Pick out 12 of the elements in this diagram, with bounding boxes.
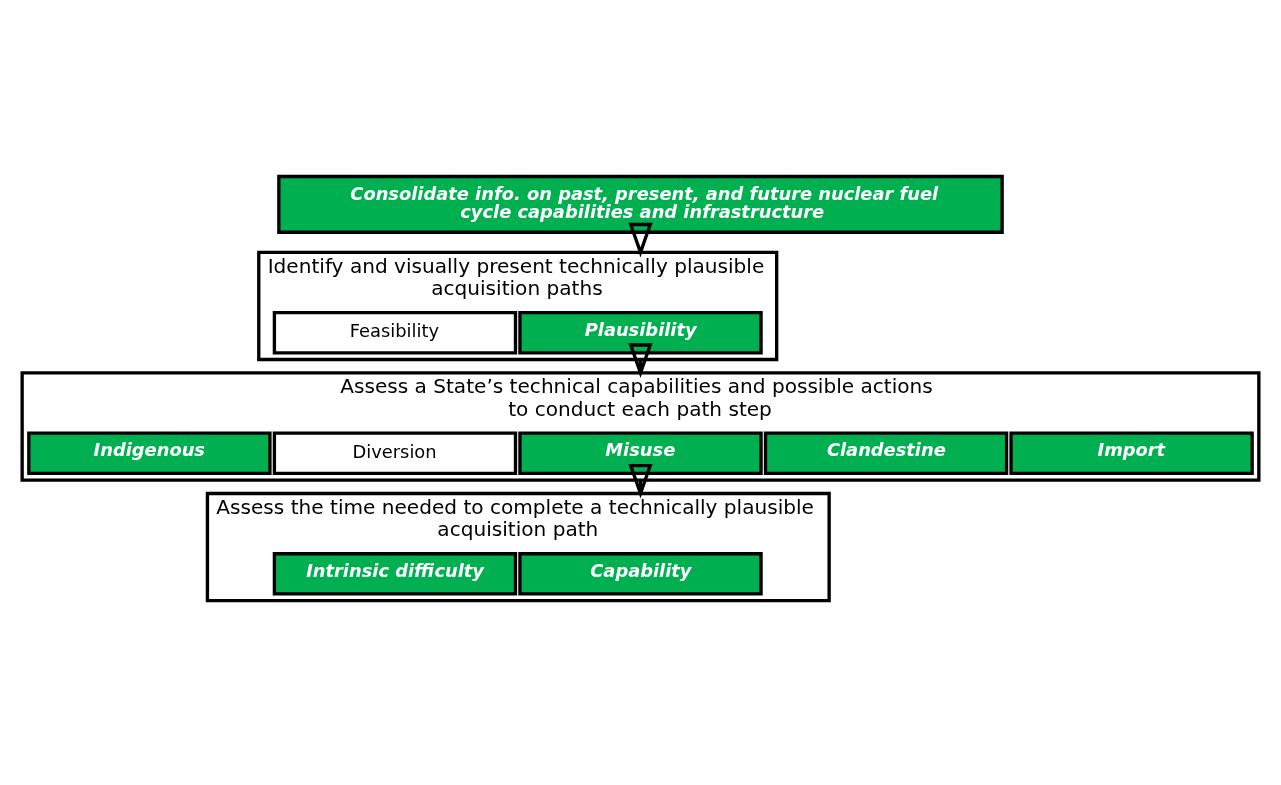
node-box: Clandestine: [763, 431, 1009, 475]
node-box: Plausibility: [518, 310, 763, 354]
node-box: Import: [1009, 431, 1254, 475]
node-box: Intrinsic difficulty: [272, 551, 518, 596]
node-box: Indigenous: [27, 431, 272, 475]
arrow: [628, 342, 653, 378]
node-box: Feasibility: [272, 310, 518, 354]
node-box: Diversion: [272, 431, 518, 475]
node-box: Capability: [518, 551, 763, 596]
arrow: [628, 463, 653, 498]
node-box: Misuse: [518, 431, 763, 475]
arrow: [628, 222, 653, 257]
